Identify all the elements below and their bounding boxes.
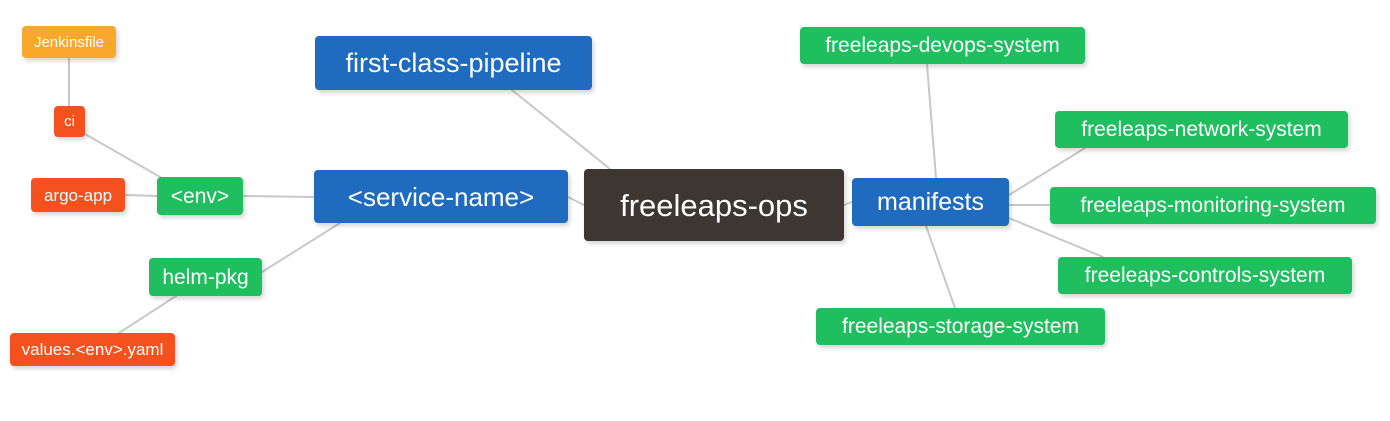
edge-freeleaps-ops-to-service-name <box>567 196 585 206</box>
node-freeleaps-ops[interactable]: freeleaps-ops <box>584 169 844 241</box>
node-label-values-env-yaml: values.<env>.yaml <box>21 340 164 359</box>
node-freeleaps-controls-system[interactable]: freeleaps-controls-system <box>1058 257 1352 294</box>
edge-freeleaps-ops-to-manifests <box>843 201 853 206</box>
node-label-env: <env> <box>170 184 230 208</box>
node-label-freeleaps-storage-system: freeleaps-storage-system <box>842 315 1079 338</box>
node-label-argo-app: argo-app <box>43 185 113 205</box>
edge-helm-pkg-to-values-env-yaml <box>118 295 177 334</box>
edge-env-to-ci <box>84 133 161 178</box>
edge-freeleaps-ops-to-first-class-pipeline <box>511 89 611 170</box>
node-label-freeleaps-controls-system: freeleaps-controls-system <box>1084 264 1326 287</box>
node-ci[interactable]: ci <box>54 106 85 137</box>
node-argo-app[interactable]: argo-app <box>31 178 125 212</box>
node-label-ci: ci <box>64 113 75 130</box>
node-env[interactable]: <env> <box>157 177 243 215</box>
node-label-service-name: <service-name> <box>347 181 535 212</box>
edge-manifests-to-freeleaps-storage-system <box>925 225 956 309</box>
node-manifests[interactable]: manifests <box>852 178 1009 226</box>
node-label-helm-pkg: helm-pkg <box>162 265 249 289</box>
node-label-freeleaps-ops: freeleaps-ops <box>620 187 808 223</box>
node-freeleaps-network-system[interactable]: freeleaps-network-system <box>1055 111 1348 148</box>
node-freeleaps-devops-system[interactable]: freeleaps-devops-system <box>800 27 1085 64</box>
edge-env-to-argo-app <box>124 194 158 197</box>
node-service-name[interactable]: <service-name> <box>314 170 568 223</box>
edge-manifests-to-freeleaps-devops-system <box>926 63 937 179</box>
node-label-manifests: manifests <box>877 187 984 216</box>
node-first-class-pipeline[interactable]: first-class-pipeline <box>315 36 592 90</box>
node-label-freeleaps-devops-system: freeleaps-devops-system <box>825 34 1060 57</box>
node-label-freeleaps-network-system: freeleaps-network-system <box>1081 118 1322 141</box>
edge-service-name-to-helm-pkg <box>261 222 341 273</box>
node-label-freeleaps-monitoring-system: freeleaps-monitoring-system <box>1080 194 1346 217</box>
node-helm-pkg[interactable]: helm-pkg <box>149 258 262 296</box>
node-freeleaps-storage-system[interactable]: freeleaps-storage-system <box>816 308 1105 345</box>
node-label-first-class-pipeline: first-class-pipeline <box>345 47 562 78</box>
node-label-jenkinsfile: Jenkinsfile <box>33 33 105 51</box>
node-freeleaps-monitoring-system[interactable]: freeleaps-monitoring-system <box>1050 187 1376 224</box>
edge-service-name-to-env <box>242 195 315 198</box>
node-jenkinsfile[interactable]: Jenkinsfile <box>22 26 116 58</box>
node-values-env-yaml[interactable]: values.<env>.yaml <box>10 333 175 366</box>
